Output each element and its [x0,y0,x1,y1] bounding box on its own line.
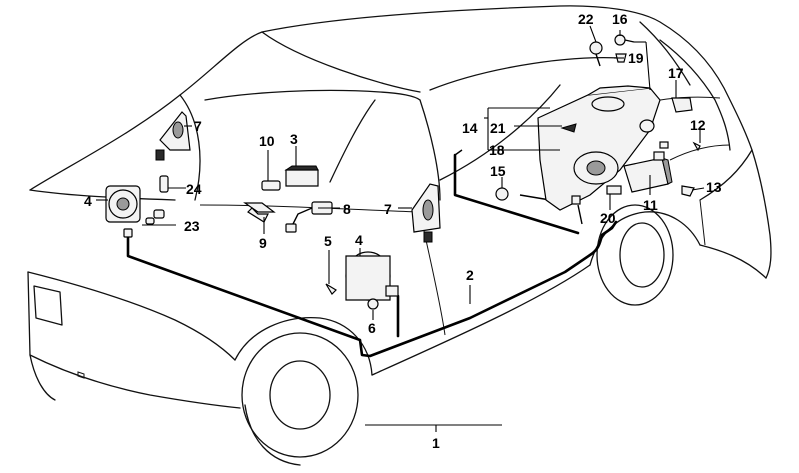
rear-connector [571,141,669,205]
leader-lines [96,25,705,432]
callout-14: 14 [462,120,478,136]
callout-4a: 4 [84,193,92,209]
callout-10: 10 [259,133,275,149]
car-body-outline [27,5,772,466]
callout-21: 21 [490,120,506,136]
amplifier-relay-cluster [243,165,333,233]
callout-11: 11 [643,197,658,213]
callout-9: 9 [259,235,267,251]
callout-23: 23 [184,218,200,234]
callout-18: 18 [489,142,505,158]
callout-3: 3 [290,131,298,147]
tweeter-mirror-trim-front [155,111,191,161]
callout-6: 6 [368,320,376,336]
rear-speaker-housing [537,85,661,211]
clip [681,185,695,197]
callout-12: 12 [690,117,706,133]
callout-24: 24 [186,181,202,197]
callout-5: 5 [324,233,332,249]
rear-bracket [671,97,693,113]
callout-7b: 7 [384,201,392,217]
callout-17: 17 [668,65,684,81]
callout-15: 15 [490,163,506,179]
grommet [495,187,509,201]
callout-22: 22 [578,11,594,27]
callout-7a: 7 [194,118,202,134]
callout-labels: 1 2 3 4 4 5 6 7 7 8 9 10 11 12 13 14 15 … [84,11,722,451]
amplifier-unit [623,151,673,193]
screw [692,141,701,152]
callout-16: 16 [612,11,628,27]
callout-2: 2 [466,267,474,283]
wiring-harness [126,149,618,358]
callout-13: 13 [706,179,722,195]
callout-20: 20 [600,210,616,226]
callout-8: 8 [343,201,351,217]
callout-1: 1 [432,435,440,451]
tweeter-connectors [123,175,169,238]
callout-4b: 4 [355,232,363,248]
front-door-speaker-mid [325,251,399,310]
tweeter-mirror-trim-rear [411,183,441,243]
front-door-speaker [105,185,141,223]
callout-19: 19 [628,50,644,66]
